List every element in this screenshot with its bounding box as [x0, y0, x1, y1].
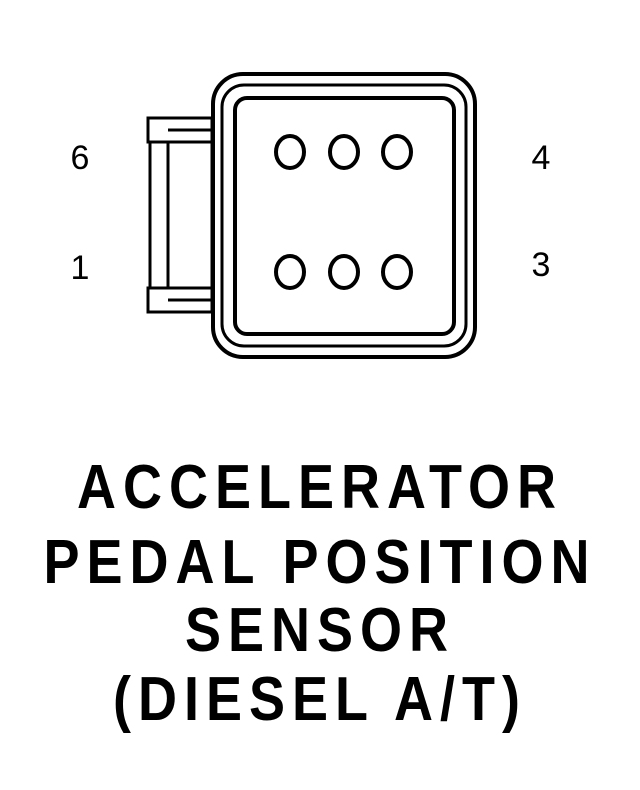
caption-text-1: ACCELERATOR: [76, 452, 563, 522]
pin-label-bottom-left: 1: [71, 249, 90, 287]
caption-line-1: ACCELERATOR: [0, 456, 640, 518]
connector-latch: [146, 116, 214, 314]
caption-text-3: SENSOR: [184, 595, 456, 665]
pin-cavity-2: [328, 254, 360, 290]
pin-cavity-6: [274, 134, 306, 170]
caption-text-4: (DIESEL A/T): [112, 664, 527, 734]
pin-label-top-left: 6: [71, 139, 90, 177]
pin-label-top-right: 4: [532, 139, 551, 177]
pin-cavity-5: [328, 134, 360, 170]
pin-cavity-4: [381, 134, 413, 170]
pin-cavity-1: [274, 254, 306, 290]
pin-cavities: [274, 134, 413, 290]
pin-label-bottom-right: 3: [532, 246, 551, 284]
connector-housing: [211, 72, 477, 359]
caption-line-2: PEDAL POSITION: [0, 531, 640, 593]
connector-diagram: 6 1 4 3: [71, 72, 551, 359]
caption-line-3: SENSOR: [0, 599, 640, 661]
caption-text-2: PEDAL POSITION: [43, 527, 597, 597]
pin-cavity-3: [381, 254, 413, 290]
caption-line-4: (DIESEL A/T): [0, 668, 640, 730]
